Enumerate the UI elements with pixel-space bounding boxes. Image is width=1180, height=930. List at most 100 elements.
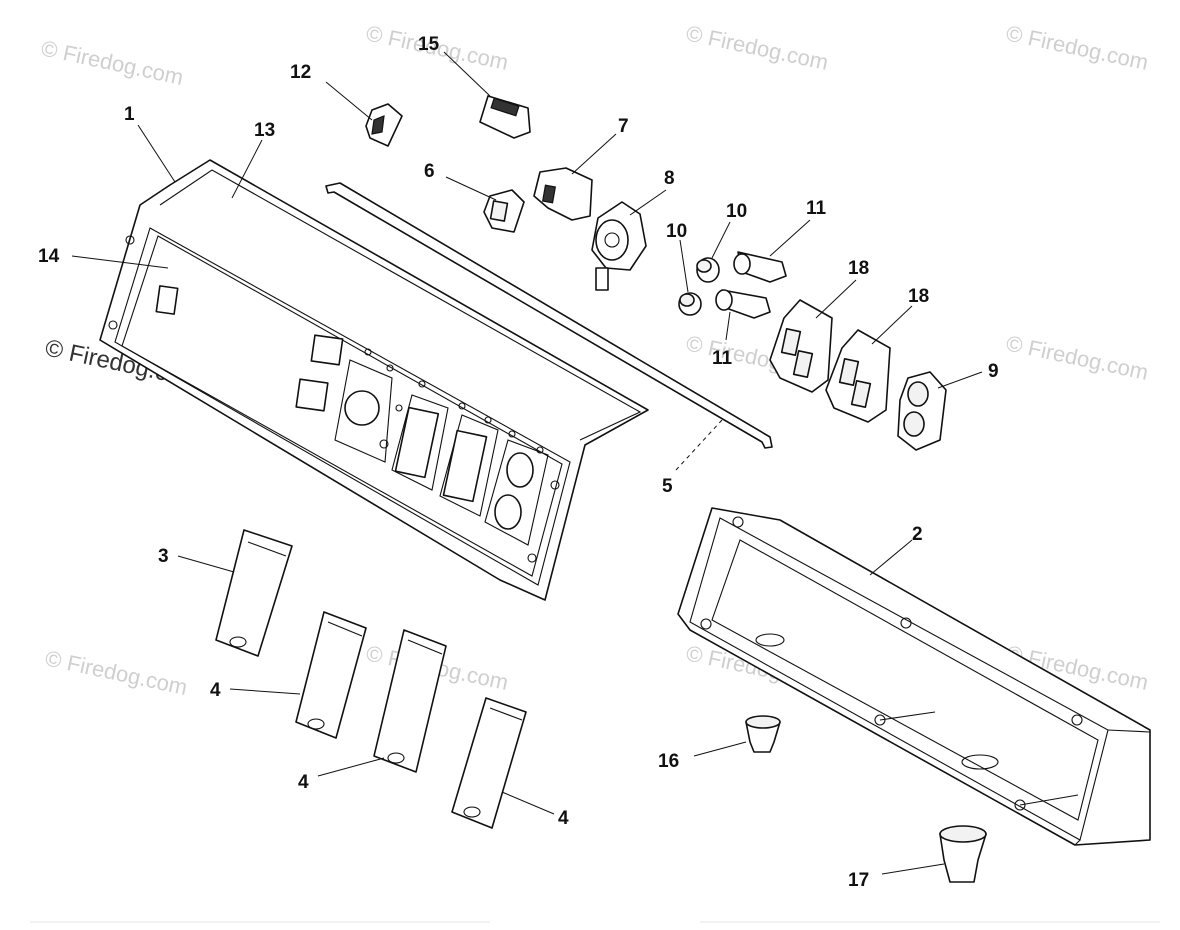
- circuit-breaker-part-b: [715, 289, 771, 319]
- box-tray-screw-1: [732, 516, 744, 528]
- panel-dot-7: [536, 446, 544, 454]
- box-tray-screw-2: [700, 618, 712, 630]
- leader-10b: [679, 239, 689, 293]
- twist-receptacle-part: [591, 201, 647, 291]
- gfci-receptacle-part: [897, 371, 947, 451]
- callout-11b: 11: [712, 348, 733, 369]
- panel-dot-1: [364, 348, 372, 356]
- small-switch-part: [483, 189, 525, 233]
- panel-pilot-hole-2: [395, 404, 403, 412]
- callout-13: 13: [254, 120, 275, 141]
- panel-rect-hole-1: [394, 406, 440, 479]
- panel-rect-recess-2: [439, 414, 499, 517]
- callout-6: 6: [424, 161, 435, 182]
- breaker-button-b-cap: [679, 293, 695, 307]
- callout-4b: 4: [298, 772, 309, 793]
- large-grommet-part: [939, 825, 987, 883]
- callout-4c: 4: [558, 808, 569, 829]
- small-switch-face: [489, 200, 509, 222]
- breaker-button-part-b: [678, 292, 702, 316]
- callout-4a: 4: [210, 680, 221, 701]
- panel-screw-4: [527, 553, 537, 563]
- callout-18b: 18: [908, 286, 929, 307]
- callout-16: 16: [658, 751, 679, 772]
- leader-18a: [815, 279, 857, 319]
- rocker-switch-part: [365, 103, 403, 147]
- leader-18b: [871, 305, 913, 345]
- breaker-switch-part: [533, 167, 593, 221]
- leader-1: [137, 124, 176, 183]
- cover-4a-label-line: [327, 621, 363, 637]
- cover-part-3: [215, 529, 293, 657]
- panel-dot-2: [386, 364, 394, 372]
- watermark-8: © Firedog.com: [1004, 330, 1151, 385]
- twist-receptacle-tab: [595, 267, 609, 291]
- breaker-button-a-cap: [696, 259, 712, 273]
- cover-4b-label-line: [407, 639, 443, 655]
- panel-screw-2: [108, 320, 118, 330]
- box-tray-screw-3: [900, 617, 912, 629]
- leader-11b: [725, 311, 731, 341]
- hour-meter-display: [490, 97, 520, 117]
- callout-17: 17: [848, 870, 869, 891]
- leader-lines: [71, 51, 983, 875]
- panel-square-cutout-2: [295, 378, 329, 412]
- box-tray-floor: [711, 539, 1099, 821]
- leader-6: [445, 176, 497, 201]
- panel-round-hole: [344, 390, 380, 426]
- twist-receptacle-center: [604, 232, 620, 248]
- callout-15: 15: [418, 34, 440, 55]
- twist-receptacle-face: [595, 219, 629, 261]
- callout-11a: 11: [806, 198, 827, 219]
- cover-4c-tab: [463, 806, 481, 818]
- callout-10b: 10: [666, 221, 687, 242]
- cover-4c-label-line: [489, 707, 523, 721]
- panel-rect-recess-1: [391, 394, 449, 491]
- watermark-4: © Firedog.com: [1004, 20, 1151, 75]
- rocker-switch-body: [365, 103, 403, 147]
- cover-4b-tab: [387, 752, 405, 764]
- panel-screw-1: [125, 235, 135, 245]
- leader-3: [177, 555, 235, 573]
- rod-body: [325, 182, 773, 449]
- leader-4b: [317, 757, 385, 777]
- small-grommet-top: [745, 715, 781, 729]
- callout-3: 3: [158, 546, 169, 567]
- cover-part-4b: [373, 629, 447, 773]
- leader-17: [881, 863, 945, 875]
- leader-4a: [229, 688, 301, 695]
- panel-dot-3: [418, 380, 426, 388]
- box-tray-outer: [677, 507, 1151, 846]
- panel-outlet-hole-2: [494, 494, 522, 530]
- callout-1: 1: [124, 104, 135, 125]
- control-panel-part: [99, 159, 649, 601]
- leader-7: [571, 133, 617, 175]
- large-grommet-top: [939, 825, 987, 843]
- callout-10a: 10: [726, 201, 747, 222]
- duplex-receptacle-a-face-2: [792, 350, 814, 378]
- panel-round-recess: [334, 359, 393, 463]
- panel-dot-6: [508, 430, 516, 438]
- panel-screw-3: [550, 480, 560, 490]
- callout-5: 5: [662, 476, 673, 497]
- leader-5: [675, 419, 723, 471]
- cover-4a-tab: [307, 718, 325, 730]
- box-tray-part: [677, 507, 1151, 846]
- leader-10a: [711, 221, 731, 259]
- callout-18a: 18: [848, 258, 869, 279]
- panel-rect-hole-2: [442, 429, 488, 503]
- leader-4c: [501, 791, 555, 815]
- leader-16: [693, 741, 747, 757]
- leader-11a: [769, 219, 811, 257]
- cover-3-tab: [229, 636, 247, 648]
- callout-labels: 1 13 14 12 15 7 6 8 10 10 11 11 18 18 9 …: [38, 34, 999, 891]
- watermark-1: © Firedog.com: [39, 35, 186, 90]
- box-tray-hole-2: [961, 754, 999, 770]
- leader-13: [231, 139, 263, 199]
- panel-square-cutout-1: [310, 334, 344, 366]
- leader-14: [71, 255, 169, 269]
- cover-4b-body: [373, 629, 447, 773]
- box-tray-screw-4: [1071, 714, 1083, 726]
- duplex-receptacle-part-b: [825, 329, 891, 423]
